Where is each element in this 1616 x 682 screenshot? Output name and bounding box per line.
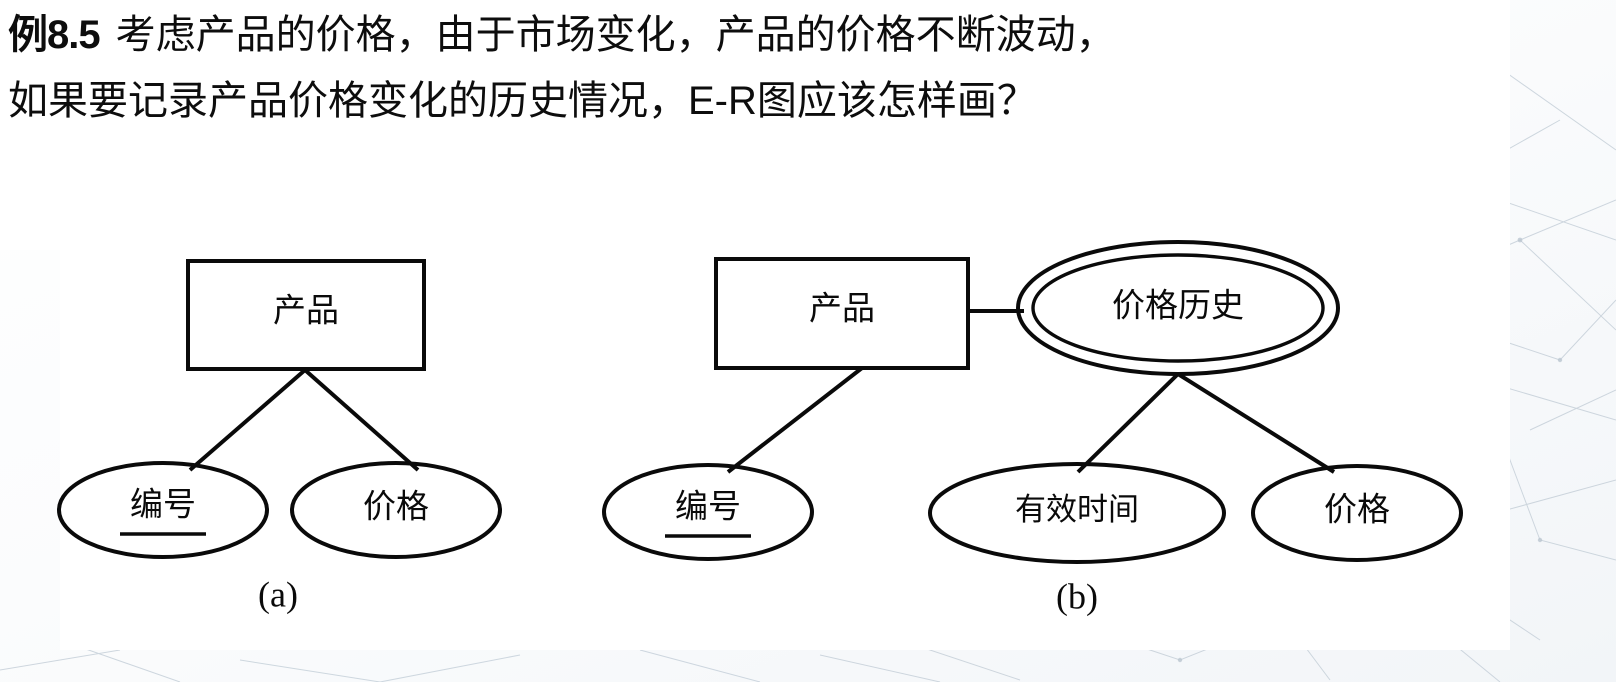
weak-entity-inner-ellipse-b xyxy=(1031,253,1325,363)
title-line-2: 如果要记录产品价格变化的历史情况，E-R图应该怎样画？ xyxy=(8,79,1037,123)
edge-b-weak-to-time xyxy=(1076,372,1180,474)
entity-box-product-a[interactable] xyxy=(186,259,426,371)
example-number: 例8.5 xyxy=(8,13,101,57)
attribute-ellipse-id-a[interactable] xyxy=(57,461,269,559)
edge-b-entity-to-key xyxy=(726,366,864,474)
white-content-panel xyxy=(60,248,1510,650)
edge-a-entity-to-key xyxy=(188,368,307,472)
diagram-a: 产品 编号 价格 (a) xyxy=(57,259,502,614)
attribute-ellipse-price-a[interactable] xyxy=(290,461,502,559)
weak-entity-label-b: 价格历史 xyxy=(1112,288,1244,325)
diagram-b: 产品 价格历史 编号 有效时间 价格 (b) xyxy=(602,240,1463,616)
edge-a-entity-to-price xyxy=(303,368,420,472)
title-text-1: 考虑产品的价格，由于市场变化，产品的价格不断波动， xyxy=(115,13,1116,57)
attribute-label-id-a: 编号 xyxy=(130,487,196,524)
attribute-label-price-a: 价格 xyxy=(363,489,429,526)
entity-label-product-b: 产品 xyxy=(809,291,875,328)
attribute-ellipse-price-b[interactable] xyxy=(1251,464,1463,562)
entity-label-product-a: 产品 xyxy=(273,293,339,330)
attribute-ellipse-valid-time-b[interactable] xyxy=(928,462,1226,564)
attribute-label-valid-time-b: 有效时间 xyxy=(1015,492,1139,527)
attribute-label-price-b: 价格 xyxy=(1324,492,1390,529)
caption-a: (a) xyxy=(258,574,298,614)
attribute-label-id-b: 编号 xyxy=(675,489,741,526)
title-line-1: 例8.5 考虑产品的价格，由于市场变化，产品的价格不断波动， xyxy=(8,2,1608,68)
edge-b-weak-to-price xyxy=(1176,372,1336,474)
caption-b: (b) xyxy=(1056,576,1098,616)
attribute-ellipse-id-b[interactable] xyxy=(602,463,814,561)
page-title: 例8.5 考虑产品的价格，由于市场变化，产品的价格不断波动， 如果要记录产品价格变… xyxy=(8,2,1608,134)
weak-entity-outer-ellipse-b[interactable] xyxy=(1016,240,1340,376)
white-backdrop-top xyxy=(0,0,1510,250)
entity-box-product-b[interactable] xyxy=(714,257,970,370)
